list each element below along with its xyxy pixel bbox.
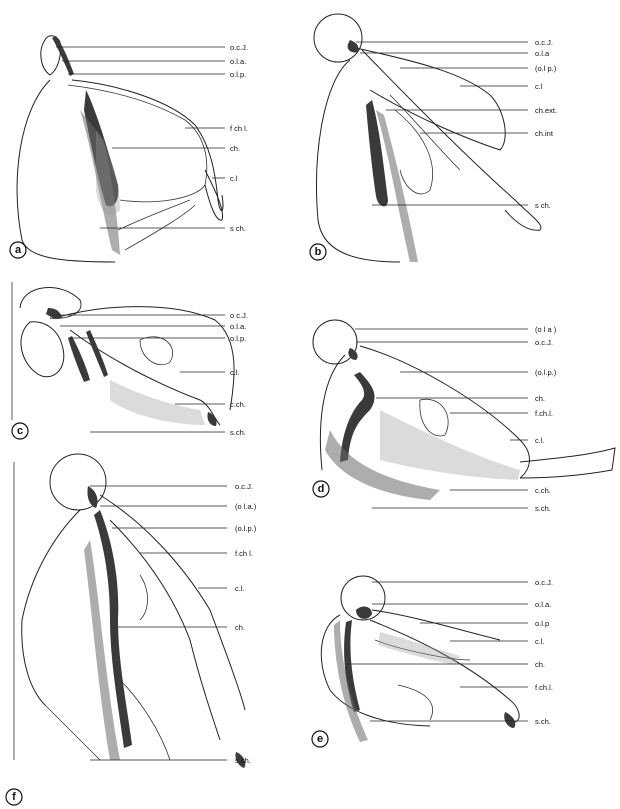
panel-d-tag-text: d xyxy=(318,483,325,495)
panel-a-label-2: o.l.p. xyxy=(230,70,246,79)
panel-b-label-3: c.l xyxy=(535,82,543,91)
panel-b-tag-text: b xyxy=(315,246,322,258)
panel-c-tag: c xyxy=(12,423,28,439)
panel-f: o.c.J. (o l.a.) (o.l.p.) f.ch l. c.l. ch… xyxy=(6,454,257,805)
panel-a-label-1: o.l.a. xyxy=(230,57,246,66)
panel-e-drawing xyxy=(321,576,519,742)
panel-c: o c.J. o.l.a. o.l.p. c.l. c.ch. s.ch. c xyxy=(12,282,248,439)
panel-c-label-1: o.l.a. xyxy=(230,322,246,331)
panel-e-label-6: s.ch. xyxy=(535,717,551,726)
panel-e-label-1: o.l.a. xyxy=(535,600,551,609)
panel-a: o.c.J. o.l.a. o.l.p. f ch l. ch. c.l s c… xyxy=(10,36,248,262)
panel-a-tag: a xyxy=(10,242,26,258)
panel-e-label-2: o.l.p xyxy=(535,619,549,628)
panel-d-label-0: (o l a ) xyxy=(535,325,557,334)
panel-b-label-0: o.c.J. xyxy=(535,38,553,47)
panel-c-label-2: o.l.p. xyxy=(230,334,246,343)
panel-e-label-5: f.ch.l. xyxy=(535,683,553,692)
panel-d-label-1: o.c.J. xyxy=(535,338,553,347)
panel-b-label-4: ch.ext. xyxy=(535,106,557,115)
panel-b-label-1: o.l.a xyxy=(535,49,550,58)
panel-d-label-7: s.ch. xyxy=(535,504,551,513)
panel-a-label-6: s ch. xyxy=(230,224,246,233)
panel-b: o.c.J. o.l.a (o.l p.) c.l ch.ext. ch.int… xyxy=(310,14,557,262)
panel-a-label-5: c.l xyxy=(230,174,238,183)
panel-b-label-6: s ch. xyxy=(535,201,551,210)
panel-c-label-4: c.ch. xyxy=(230,400,246,409)
panel-b-tag: b xyxy=(310,244,326,260)
panel-e-label-0: o.c.J. xyxy=(535,578,553,587)
panel-a-label-0: o.c.J. xyxy=(230,43,248,52)
panel-e-tag: e xyxy=(312,731,328,747)
panel-f-label-5: ch. xyxy=(235,623,245,632)
panel-f-tag: f xyxy=(6,789,22,805)
panel-d: (o l a ) o.c.J. (o.l.p.) ch. f.ch.l. c.l… xyxy=(313,320,615,513)
panel-c-label-3: c.l. xyxy=(230,368,240,377)
panel-a-label-4: ch. xyxy=(230,144,240,153)
panel-e: o.c.J. o.l.a. o.l.p c.l. ch. f.ch.l. s.c… xyxy=(312,576,553,747)
panel-d-label-2: (o.l.p.) xyxy=(535,368,557,377)
panel-f-drawing xyxy=(14,454,245,768)
panel-f-label-6: s ch. xyxy=(235,756,251,765)
panel-f-label-0: o.c.J. xyxy=(235,482,253,491)
panel-c-tag-text: c xyxy=(17,425,23,437)
panel-f-tag-text: f xyxy=(12,791,16,803)
panel-e-label-3: c.l. xyxy=(535,637,545,646)
panel-c-label-0: o c.J. xyxy=(230,311,248,320)
panel-d-label-3: ch. xyxy=(535,394,545,403)
panel-a-label-3: f ch l. xyxy=(230,124,248,133)
panel-a-tag-text: a xyxy=(15,244,22,256)
panel-f-label-4: c.l. xyxy=(235,584,245,593)
panel-b-label-2: (o.l p.) xyxy=(535,64,557,73)
panel-b-label-5: ch.int xyxy=(535,129,554,138)
panel-c-label-5: s.ch. xyxy=(230,428,246,437)
panel-b-drawing xyxy=(314,14,541,262)
panel-f-label-1: (o l.a.) xyxy=(235,502,257,511)
panel-f-label-3: f.ch l. xyxy=(235,549,253,558)
panel-f-label-2: (o.l.p.) xyxy=(235,524,257,533)
panel-d-label-4: f.ch.l. xyxy=(535,409,553,418)
panel-e-label-4: ch. xyxy=(535,660,545,669)
panel-d-tag: d xyxy=(313,481,329,497)
panel-e-tag-text: e xyxy=(317,733,323,745)
panel-d-label-6: c.ch. xyxy=(535,486,551,495)
panel-d-drawing xyxy=(313,320,615,500)
panel-d-label-5: c.l. xyxy=(535,436,545,445)
